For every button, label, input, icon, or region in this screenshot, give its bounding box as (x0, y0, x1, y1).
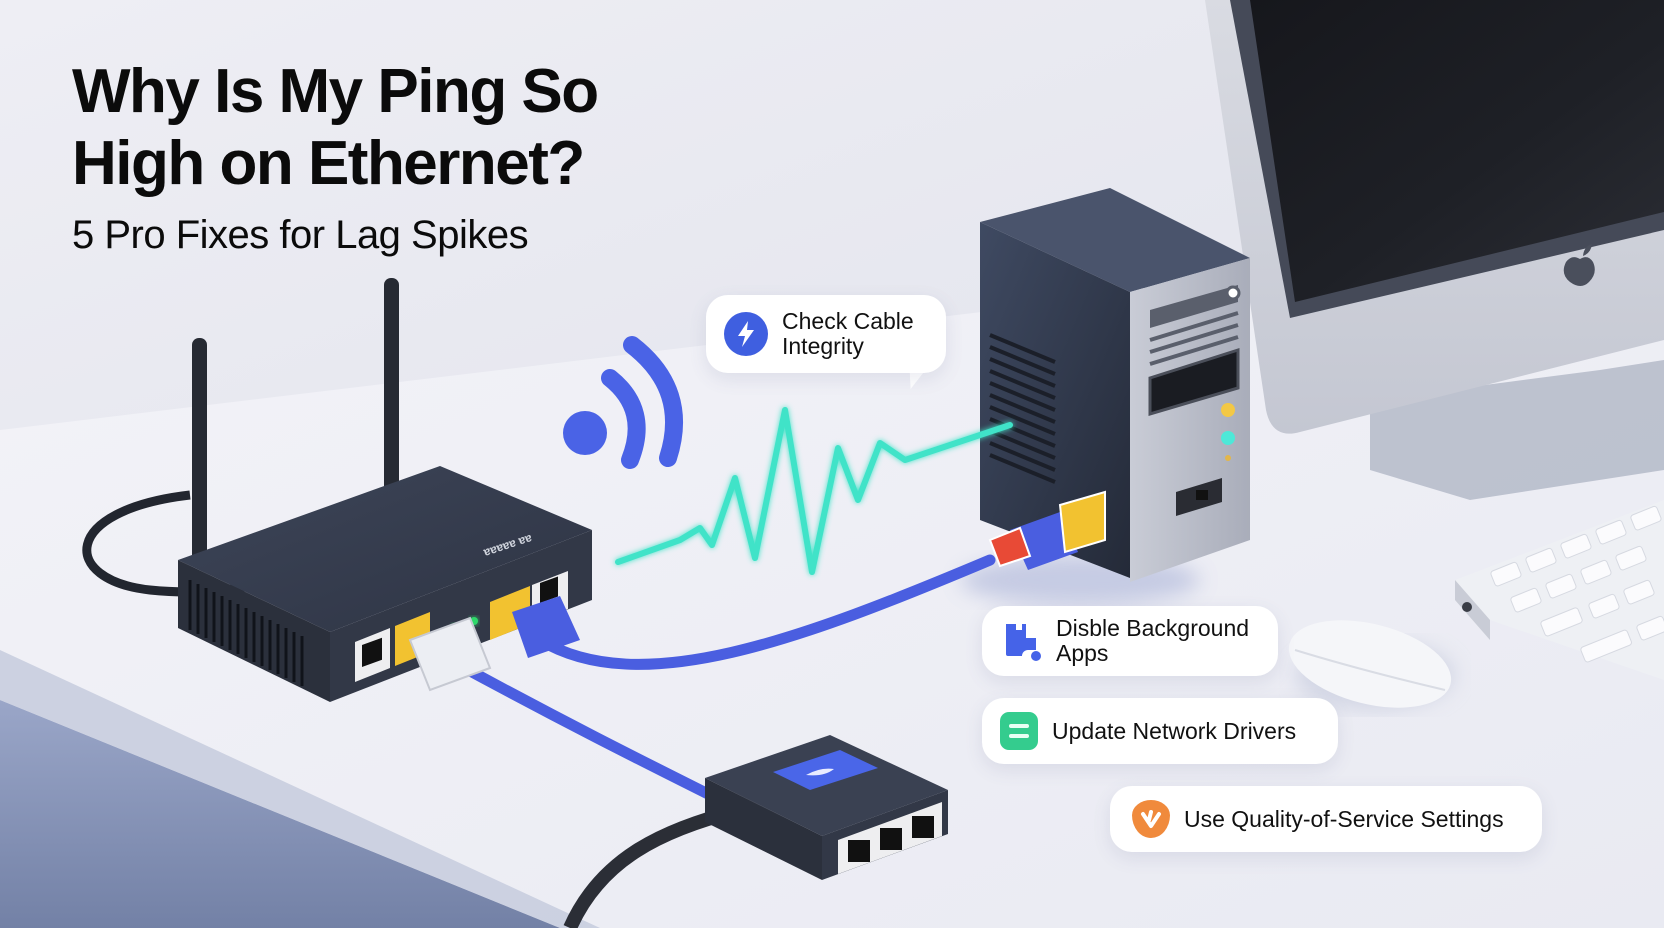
mouse (1288, 620, 1455, 710)
callout-quality-of-service: Use Quality-of-Service Settings (1110, 786, 1542, 852)
callout-check-cable-integrity: Check Cable Integrity (706, 295, 946, 373)
headline-subtitle: 5 Pro Fixes for Lag Spikes (72, 213, 529, 257)
headline-title-line2: High on Ethernet? (72, 129, 585, 198)
router: ɐɐɐɐɐ ɐɐ (82, 278, 592, 702)
headline-title-line1: Why Is My Ping So (72, 57, 599, 126)
headline: Why Is My Ping So High on Ethernet? 5 Pr… (72, 56, 599, 264)
callout-label: Use Quality-of-Service Settings (1184, 805, 1504, 832)
callout-label: Integrity (782, 333, 864, 359)
latency-waveform (615, 407, 1013, 575)
pc-tower (960, 188, 1250, 605)
callout-label: Apps (1056, 640, 1109, 666)
callout-label: Disble Background (1056, 615, 1250, 641)
callout-disable-background-apps: Disble Background Apps (982, 606, 1278, 676)
callout-label: Update Network Drivers (1052, 717, 1297, 744)
qos-shield-icon (1132, 800, 1170, 838)
router-antenna-right (384, 278, 399, 508)
callout-label: Check Cable (782, 308, 914, 334)
monitor (1205, 0, 1664, 500)
drivers-list-icon (1000, 712, 1038, 750)
ethernet-cables (408, 490, 1106, 806)
puzzle-piece-icon (1000, 620, 1042, 662)
router-antenna-left (192, 338, 207, 568)
lightning-bolt-icon (724, 312, 768, 356)
keyboard (1455, 500, 1664, 680)
wifi-signal-icon (563, 336, 683, 469)
network-switch (563, 735, 948, 928)
callout-update-network-drivers: Update Network Drivers (982, 698, 1338, 764)
